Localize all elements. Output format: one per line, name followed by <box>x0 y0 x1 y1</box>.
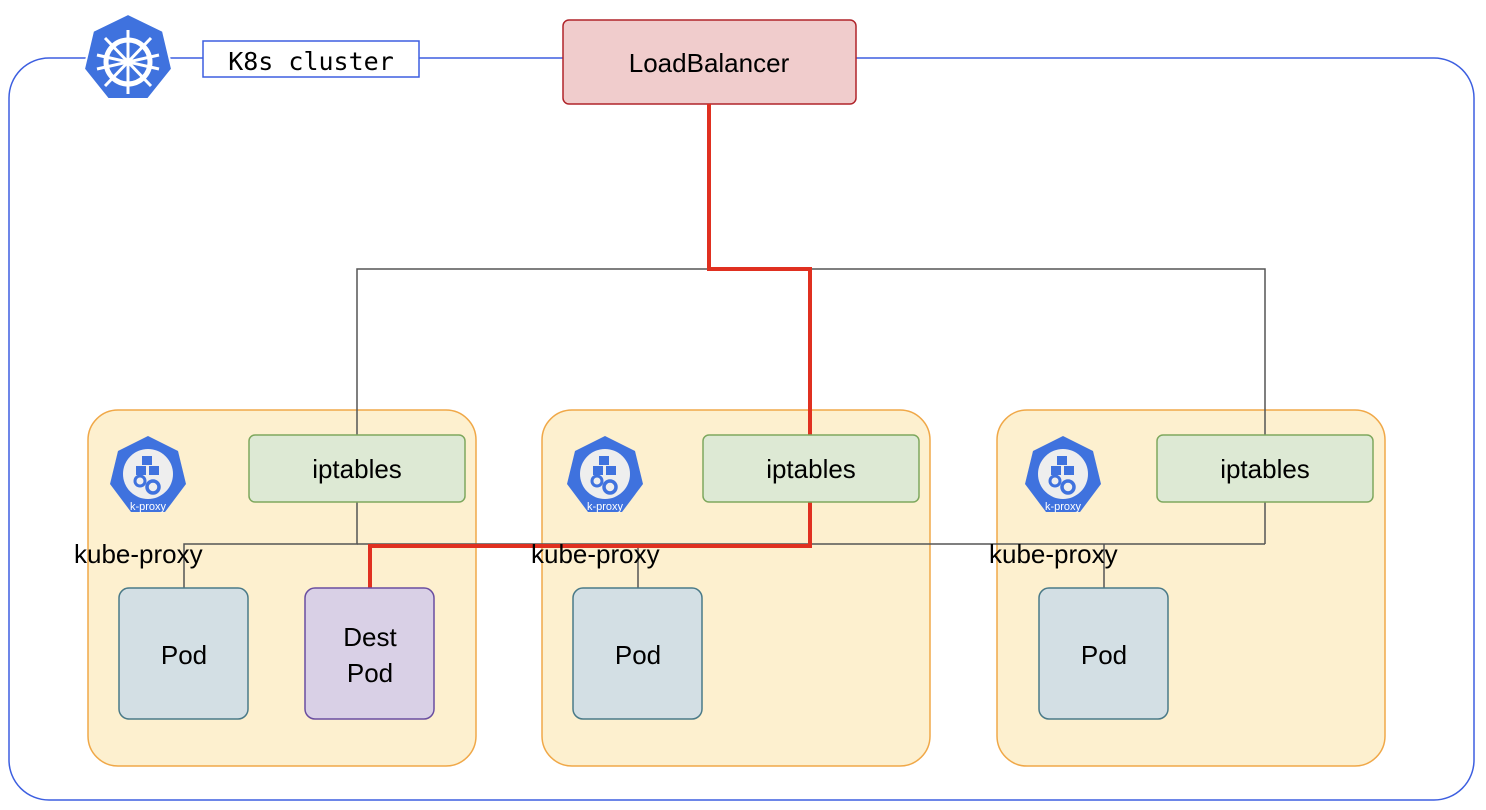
load-balancer: LoadBalancer <box>562 19 857 105</box>
svg-text:k-proxy: k-proxy <box>130 501 167 513</box>
k-proxy-icon: k-proxy <box>110 436 186 513</box>
svg-text:iptables: iptables <box>1220 454 1310 484</box>
load-balancer-label: LoadBalancer <box>629 48 790 78</box>
kube-proxy-label: kube-proxy <box>74 539 203 569</box>
traffic-route <box>368 104 812 588</box>
kubernetes-helm-icon <box>82 12 174 100</box>
k-proxy-icon: k-proxy <box>1025 436 1101 513</box>
iptables-2: iptables <box>702 434 920 503</box>
pod: Pod <box>1038 587 1169 720</box>
svg-text:Dest: Dest <box>343 622 397 652</box>
dest-pod: Dest Pod <box>304 587 435 720</box>
kube-proxy-label: kube-proxy <box>989 539 1118 569</box>
svg-text:k-proxy: k-proxy <box>587 501 624 513</box>
svg-text:Pod: Pod <box>1081 640 1127 670</box>
iptables-1: iptables <box>248 434 466 503</box>
cluster-label: K8s cluster <box>228 47 394 76</box>
k-proxy-icon: k-proxy <box>567 436 643 513</box>
svg-text:iptables: iptables <box>766 454 856 484</box>
svg-text:Pod: Pod <box>161 640 207 670</box>
cluster-label-box <box>202 40 420 78</box>
kube-proxy-label: kube-proxy <box>531 539 660 569</box>
svg-text:iptables: iptables <box>312 454 402 484</box>
svg-text:Pod: Pod <box>615 640 661 670</box>
pod: Pod <box>572 587 703 720</box>
svg-text:Pod: Pod <box>347 658 393 688</box>
pod: Pod <box>118 587 249 720</box>
svg-text:k-proxy: k-proxy <box>1045 501 1082 513</box>
iptables-3: iptables <box>1156 434 1374 503</box>
